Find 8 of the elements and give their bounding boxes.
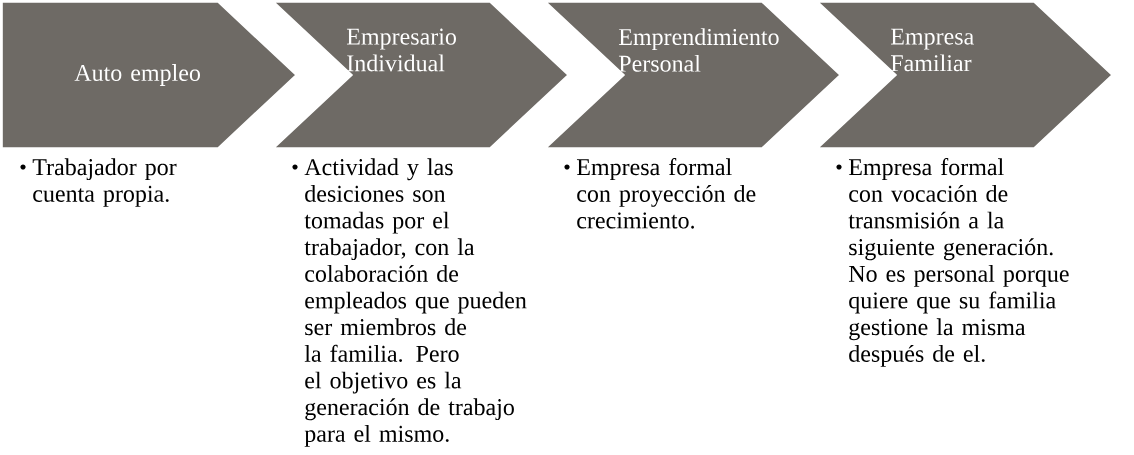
chevron-step: Emprendimiento Personal — [544, 1, 842, 149]
chevron-step: Auto empleo — [1, 1, 298, 149]
bullet-text: Empresa formal con vocación de transmisión a la siguiente generación. No es personal porque quiere que su familia gestione la misma después de el. — [836, 158, 1069, 367]
chevron-step: Empresa Familiar — [816, 1, 1114, 149]
bullet-text: Empresa formal con proyección de crecimiento. — [564, 158, 756, 229]
chevron-step: Empresario Individual — [272, 1, 570, 149]
bullet-text: Actividad y las desiciones son tomadas por el trabajador, con la colaboración de empleados que pueden ser miembros de la familia. Pero el objetivo es la generación de trabajo para el mismo. — [292, 158, 527, 447]
bullet-text: Trabajador por cuenta propia. — [20, 158, 177, 207]
